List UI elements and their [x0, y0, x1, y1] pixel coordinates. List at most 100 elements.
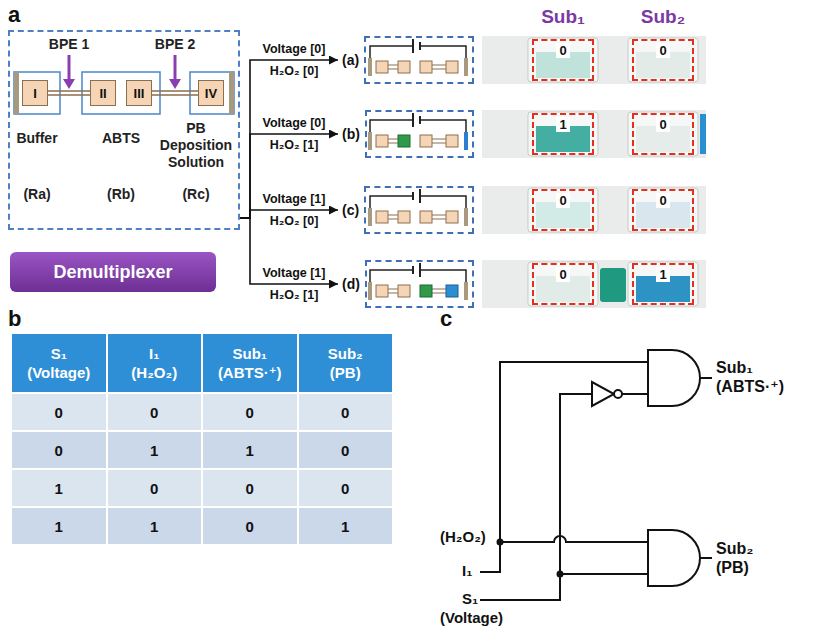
circuit-drawing — [464, 132, 468, 150]
electrode-pad: III — [126, 80, 152, 106]
photo-strip — [528, 188, 598, 232]
circuit-drawing — [376, 135, 388, 147]
circuit-drawing — [376, 211, 388, 223]
circuit-drawing — [398, 135, 410, 147]
node-text: I — [33, 86, 37, 101]
circuit-drawing — [370, 196, 466, 208]
table-cell: 0 — [12, 432, 106, 468]
table-value: 0 — [150, 404, 158, 421]
readout-value: 0 — [656, 117, 669, 132]
table-value: 1 — [246, 442, 254, 459]
signal-name: (H₂O₂) — [440, 528, 486, 545]
circuit-drawing — [370, 46, 466, 58]
logic-circuit — [648, 530, 700, 586]
chip-drawing — [14, 72, 234, 114]
circuit-drawing — [368, 58, 372, 76]
table-value: 1 — [341, 518, 349, 535]
node-text: II — [99, 86, 106, 101]
dashed-frame — [365, 260, 474, 308]
readout-value: 0 — [656, 193, 669, 208]
readout-box: 1 — [532, 113, 594, 155]
circuit-drawing — [370, 270, 466, 282]
signal-name: I₁ — [462, 562, 472, 579]
reservoir-id: (Rc) — [182, 186, 209, 203]
circuit-drawing — [368, 189, 468, 226]
table-value: 1 — [150, 518, 158, 535]
chip-drawing — [82, 72, 160, 114]
table-value: 0 — [55, 442, 63, 459]
column-header: Sub₁ (ABTS·⁺) — [218, 344, 282, 382]
circuit-drawing — [368, 208, 372, 226]
reservoir-id: (Rb) — [107, 186, 135, 203]
reservoir-id: (Ra) — [23, 186, 50, 203]
circuit-drawing — [368, 263, 468, 300]
circuit-drawing — [398, 211, 410, 223]
logic-circuit — [648, 350, 700, 406]
table-value: 0 — [150, 480, 158, 497]
readout-box: 0 — [632, 39, 694, 81]
readout-box: 0 — [632, 189, 694, 231]
circuit-drawing — [388, 215, 446, 219]
circuit-drawing — [420, 135, 432, 147]
input-condition: Voltage [0] H₂O₂ [0] — [254, 38, 334, 82]
circuit-drawing — [412, 113, 414, 127]
circuit-drawing — [376, 285, 388, 297]
logic-circuit — [560, 573, 648, 575]
case-label: (b) — [342, 126, 360, 142]
circuit-drawing — [388, 289, 446, 293]
readout-box: 0 — [532, 39, 594, 81]
readout-box: 0 — [532, 189, 594, 231]
table-cell: 1 — [299, 508, 393, 544]
table-header-cell: I₁ (H₂O₂) — [108, 334, 202, 392]
photo-strip — [482, 186, 706, 234]
table-cell: 0 — [299, 394, 393, 430]
circuit-drawing — [376, 61, 388, 73]
node-text: III — [134, 86, 145, 101]
photo-strip — [628, 188, 698, 232]
table-value: 0 — [341, 404, 349, 421]
circuit-drawing — [420, 285, 432, 297]
circuit-drawing — [419, 42, 421, 50]
electrode-pad: IV — [198, 80, 224, 106]
table-cell: 0 — [108, 470, 202, 506]
table-cell: 1 — [12, 470, 106, 506]
case-label: (c) — [342, 202, 359, 218]
logic-circuit — [614, 390, 622, 398]
table-cell: 1 — [108, 508, 202, 544]
chip-drawing — [14, 72, 60, 114]
readout-box: 1 — [632, 263, 694, 305]
circuit-drawing — [388, 139, 446, 143]
photo-strip — [482, 260, 706, 308]
circuit-drawing — [419, 189, 421, 203]
circuit-drawing — [446, 61, 458, 73]
chip-panel: BPE 1BPE 2BufferABTSPB Deposition Soluti… — [8, 30, 240, 230]
panel-letter: c — [440, 306, 452, 332]
truth-table: S₁ (Voltage)I₁ (H₂O₂)Sub₁ (ABTS·⁺)Sub₂ (… — [12, 334, 392, 544]
table-cell: 0 — [12, 394, 106, 430]
photo-strip — [482, 110, 706, 158]
case-label: (a) — [342, 52, 359, 68]
signal-name: (Voltage) — [440, 609, 503, 626]
circuit-box: (a) — [338, 36, 474, 84]
circuit-box: (c) — [338, 186, 474, 234]
circuit-drawing — [420, 211, 432, 223]
table-cell: 0 — [203, 394, 297, 430]
table-header-cell: Sub₁ (ABTS·⁺) — [203, 334, 297, 392]
photo-strip — [482, 186, 706, 234]
photo-strip — [628, 112, 698, 156]
dashed-frame — [364, 36, 474, 84]
photo-strip — [528, 38, 598, 82]
photo-strip — [700, 114, 706, 154]
electrode-label: BPE 2 — [155, 36, 195, 53]
table-cell: 0 — [203, 508, 297, 544]
circuit-drawing — [464, 208, 468, 226]
column-title: Sub₁ — [541, 6, 585, 28]
reservoir-label: Buffer — [16, 130, 57, 147]
circuit-drawing — [368, 282, 372, 300]
column-header: Sub₂ (PB) — [328, 344, 363, 382]
table-cell: 0 — [299, 432, 393, 468]
table-value: 0 — [341, 442, 349, 459]
circuit-drawing — [370, 120, 466, 132]
table-value: 0 — [55, 404, 63, 421]
circuit-drawing — [368, 132, 372, 150]
